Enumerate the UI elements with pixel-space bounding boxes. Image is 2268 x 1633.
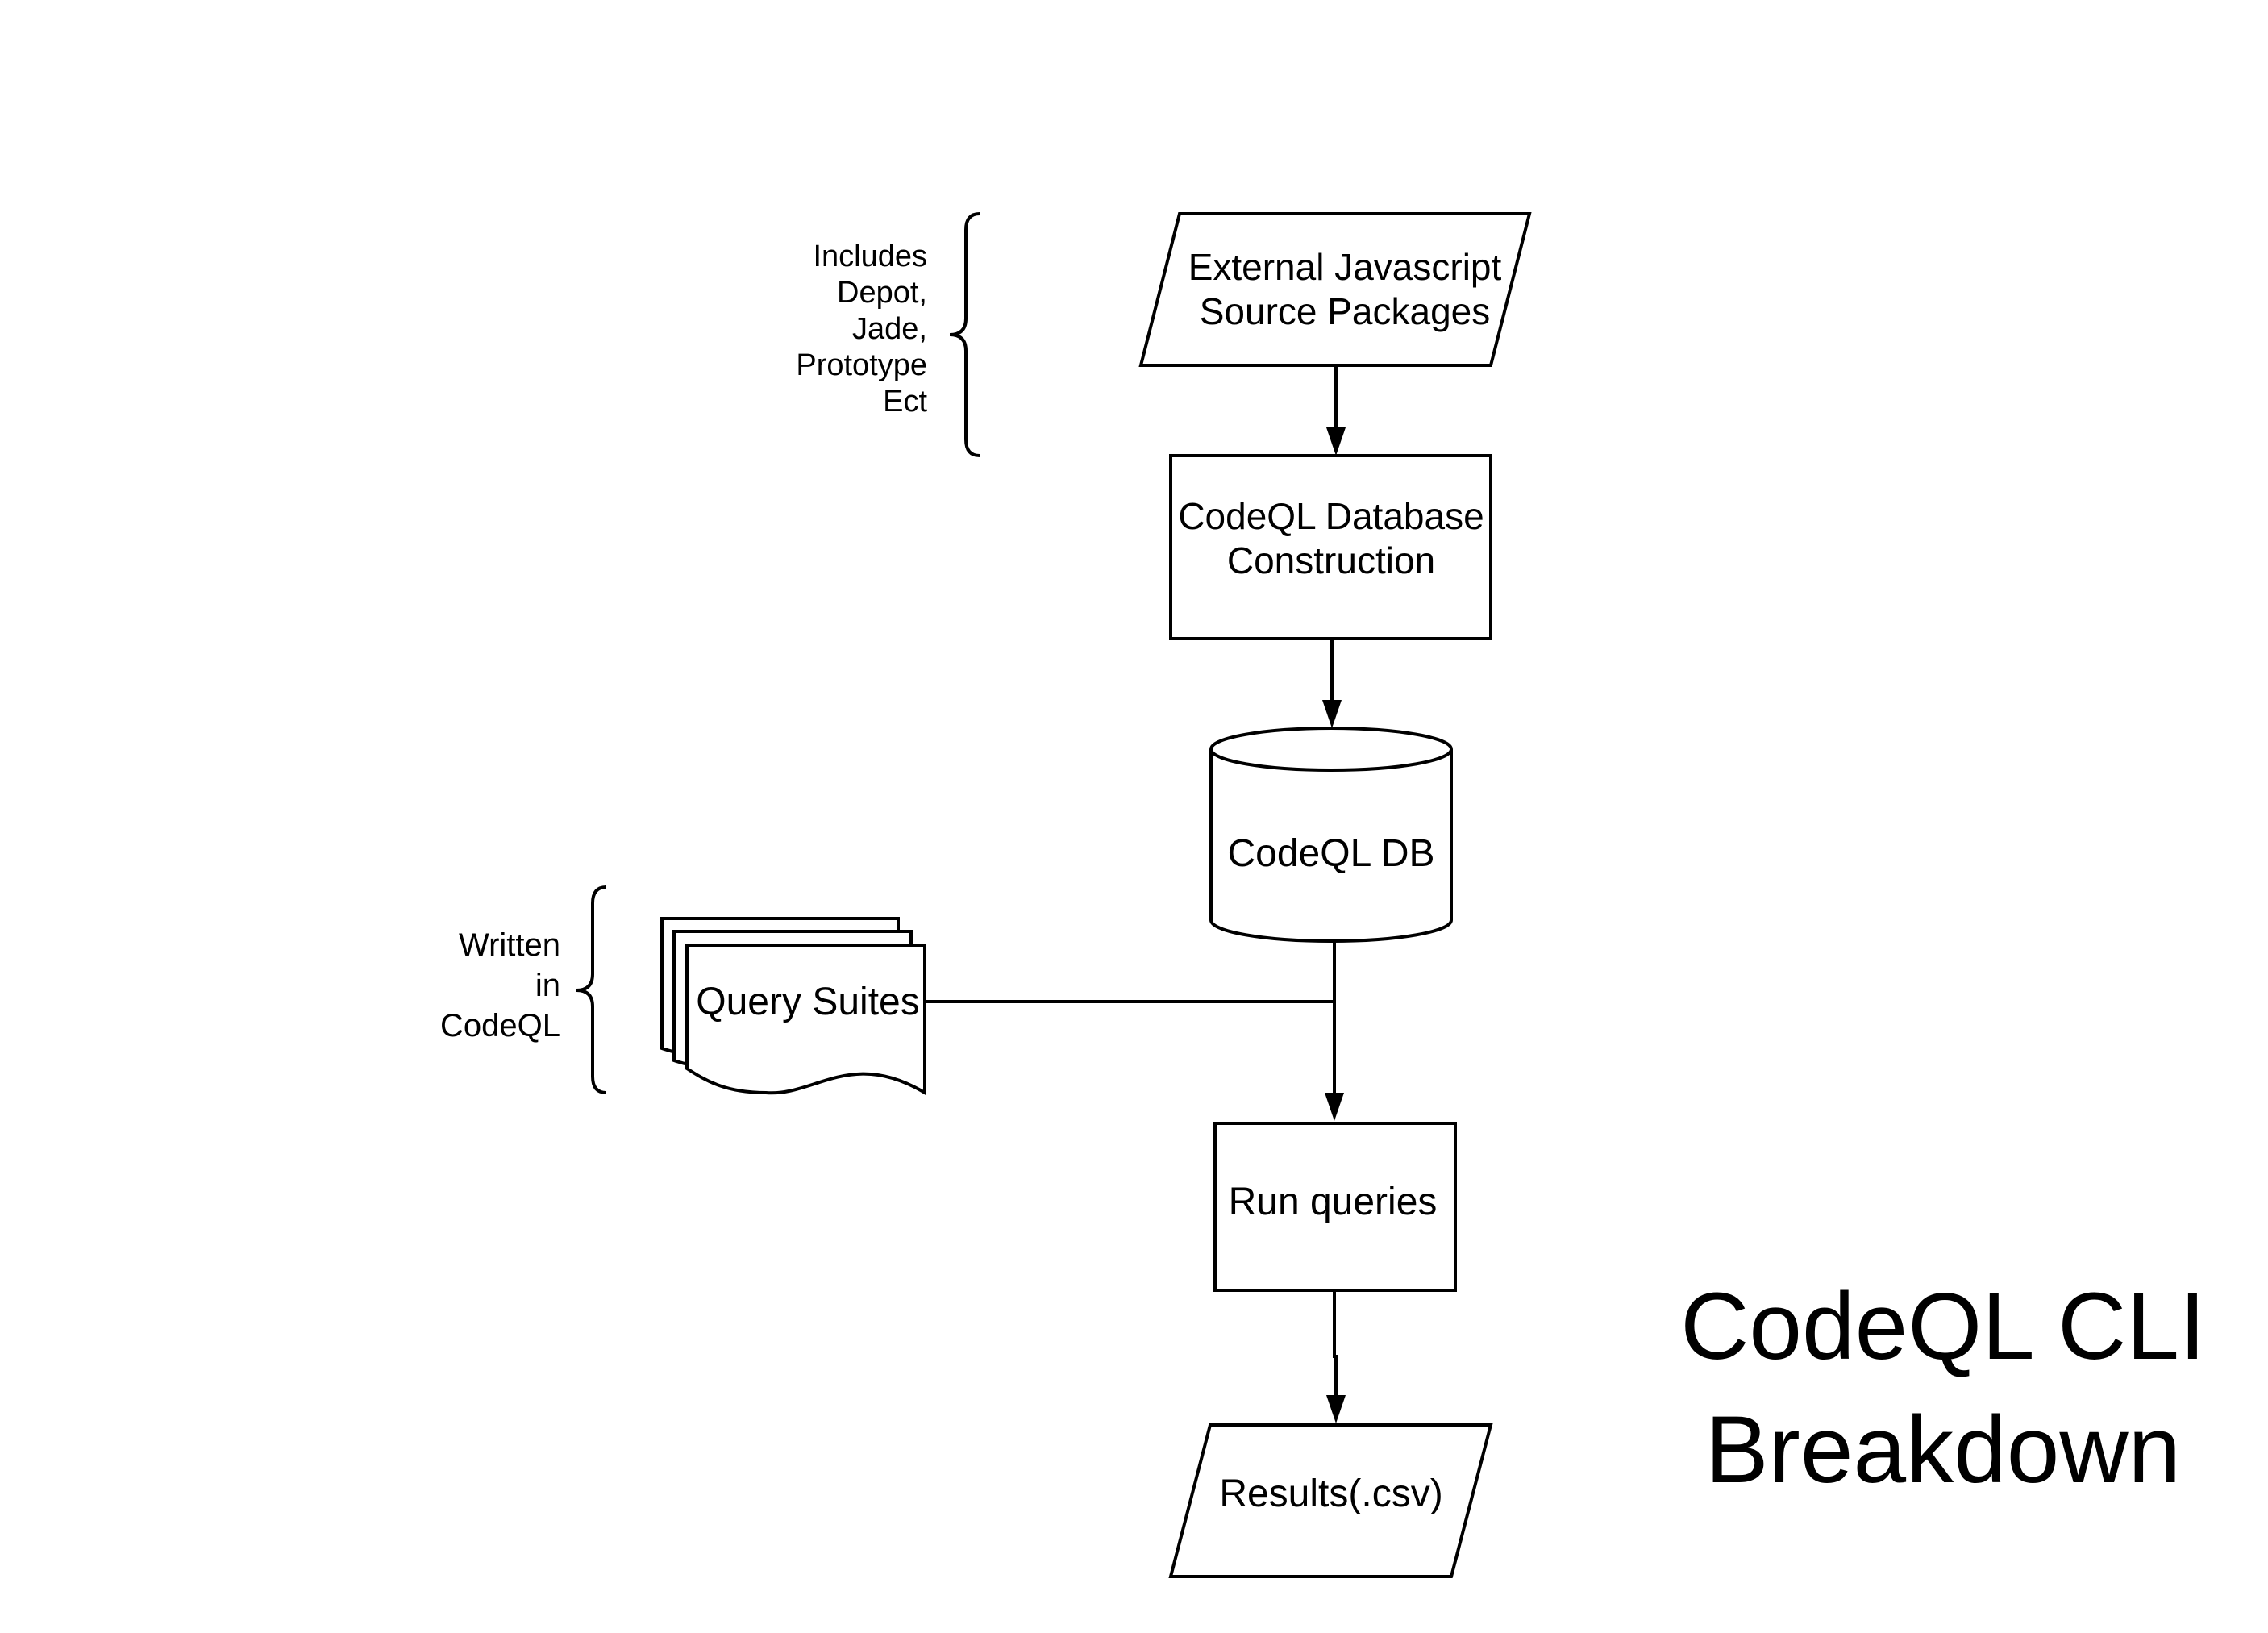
database-cylinder-rim [1209,748,1453,772]
node-label: Construction [1227,539,1435,581]
node-run-queries: Run queries [1213,1122,1457,1292]
query-note-line: in [535,968,560,1003]
node-label: CodeQL Database [1178,495,1484,537]
arrowhead [1326,427,1346,456]
packages-note-line: Includes [813,240,927,273]
node-label: Query Suites [696,981,919,1023]
parallelogram-shape [1168,1423,1493,1578]
node-label: CodeQL DB [1227,832,1434,875]
node-db-construction: CodeQL Database Construction [1169,454,1492,640]
arrowhead [1325,1093,1344,1121]
diagram-title: CodeQL CLI Breakdown [1680,1273,2206,1503]
query-note-line: Written [459,927,560,963]
packages-note-line: Depot, [837,276,927,310]
node-codeql-db: CodeQL DB [1209,727,1453,943]
node-external-packages: External Javascript Source Packages [1138,212,1532,367]
query-note-line: CodeQL [440,1008,560,1044]
node-query-suites: Query Suites [660,917,926,1096]
packages-note-line: Jade, [852,312,927,346]
document-front [685,944,926,1096]
title-line: CodeQL CLI [1680,1273,2206,1380]
process-box [1169,454,1492,640]
curly-brace-query [576,885,607,1094]
process-box [1213,1122,1457,1292]
query-annotation: Written in CodeQL [440,885,607,1094]
packages-note-line: Prototype [796,348,927,382]
node-results: Results(.csv) [1168,1423,1493,1578]
packages-annotation: Includes Depot, Jade, Prototype Ect [796,212,980,457]
node-label: Source Packages [1200,290,1491,332]
curly-brace-packages [949,212,980,457]
parallelogram-shape [1138,212,1532,367]
arrowhead [1322,700,1342,728]
node-label: External Javascript [1188,246,1502,288]
connector-run-to-results [1333,1290,1338,1395]
connectors [925,365,1346,1423]
database-cylinder [1209,727,1453,943]
arrowhead [1326,1395,1346,1423]
title-line: Breakdown [1705,1397,2181,1503]
node-label: Run queries [1229,1181,1438,1223]
node-label: Results(.csv) [1219,1473,1442,1515]
packages-note-line: Ect [883,385,927,419]
